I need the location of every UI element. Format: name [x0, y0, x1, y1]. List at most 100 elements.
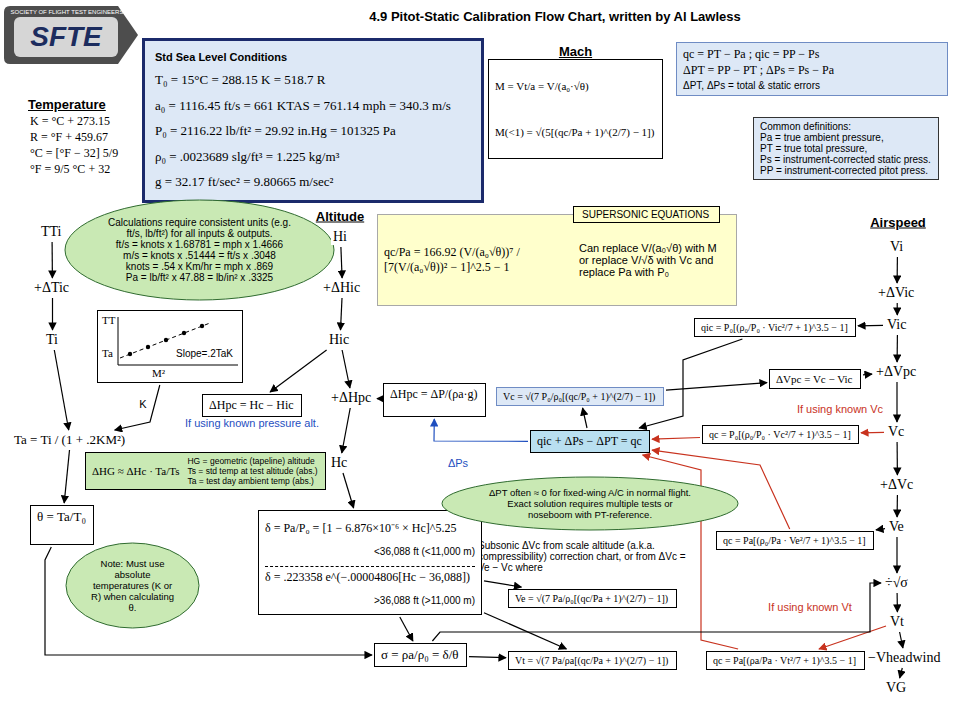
note-box: ΔHG ≈ ΔHc · Ta/Ts HG = geometric (tapelin… — [85, 452, 326, 490]
flow-term: +ΔHpc — [329, 390, 375, 406]
node-text: ΔHpc = Hc − Hic — [209, 398, 295, 413]
connector-arrow — [858, 325, 883, 327]
connector-arrow — [342, 408, 350, 453]
connector-arrow — [400, 617, 413, 641]
equation-panel: qc/Pa = 166.92 (V/(a₀√θ))⁷ / [7(V/(a₀√θ)… — [377, 214, 737, 306]
connector-arrow — [639, 339, 742, 428]
node-text: Hic — [329, 332, 351, 348]
formula-box: σ = ρa/ρ₀ = δ/θ — [374, 643, 467, 667]
node-text: Note: Must use absolute temperatures (K … — [88, 558, 178, 613]
ellipse-shape — [66, 543, 199, 628]
connector-arrow — [900, 668, 903, 678]
flow-term: +ΔTic — [32, 280, 73, 296]
connector-arrow — [863, 374, 872, 376]
node-text: Vt — [890, 614, 905, 630]
connector-arrow — [51, 242, 53, 278]
connector-arrow — [64, 450, 69, 503]
node-text: Exact solution requires multiple tests o… — [485, 498, 695, 520]
node-text: ρ₀ = .0023689 slg/ft³ = 1.225 kg/m³ — [155, 149, 471, 165]
flow-term: Vic — [885, 317, 910, 333]
connector-label: ΔPs — [446, 457, 470, 469]
connector-arrow — [54, 350, 68, 430]
connector-label: K — [137, 398, 148, 410]
note-text: Subsonic ΔVc from scale altitude (a.k.a.… — [478, 540, 693, 573]
formula-text: K = °C + 273.15 — [30, 114, 110, 129]
node-text: Ta = test day ambient temp (abs.) — [187, 476, 317, 486]
node-text: ΔHG ≈ ΔHc · Ta/Ts — [92, 465, 179, 477]
definition-box: Common definitions:Pa = true ambient pre… — [753, 117, 939, 180]
formula-text: °C = [°F − 32] 5/9 — [30, 146, 118, 161]
logo-plate — [14, 17, 118, 57]
node-text: +ΔTic — [34, 280, 71, 296]
node-text: replace Pa with P₀ — [579, 266, 717, 278]
connector-arrow — [896, 442, 898, 475]
node-text: θ = Ta/T₀ — [37, 509, 87, 525]
node-text: Std Sea Level Conditions — [155, 51, 471, 63]
node-text: Hc — [331, 455, 349, 471]
connector-arrow — [896, 382, 897, 422]
node-text: M = Vt/a = V/(a₀·√θ) — [495, 80, 656, 92]
connector-arrow — [896, 495, 898, 517]
flow-term: Vi — [888, 239, 907, 255]
node-text: +ΔVc — [880, 477, 915, 493]
connector-arrow — [876, 529, 885, 530]
text-column: ΔHG ≈ ΔHc · Ta/Ts — [92, 465, 179, 477]
connector-arrow — [897, 303, 898, 315]
flow-term: +ΔVc — [878, 477, 917, 493]
plot-point — [146, 345, 150, 349]
node-text: ΔPT = PP − PT ; ΔPs = Ps − Pa — [683, 63, 941, 78]
node-text: Ps = instrument-corrected static press. — [760, 154, 932, 165]
text-column: HG = geometric (tapeline) altitudeTs = s… — [187, 456, 317, 486]
node-text: T₀ = 15°C = 288.15 K = 518.7 R — [155, 72, 471, 88]
node-text: Pa = lb/ft² x 47.88 = lb/in² x .3325 — [105, 272, 295, 283]
node-text: ΔPT, ΔPs = total & static errors — [683, 80, 941, 91]
connector-arrow — [861, 432, 884, 434]
node-text: If using known pressure alt. — [185, 417, 319, 429]
node-text: Vic — [887, 317, 908, 333]
formula-box: Ve = √(7 Pa/ρ₀[(qc/Pa + 1)^(2/7) − 1]) — [508, 589, 677, 608]
constants-panel: Std Sea Level Conditions T₀ = 15°C = 288.… — [142, 38, 484, 203]
connector-arrow — [666, 383, 767, 391]
plot-figure — [98, 311, 242, 382]
connector-arrow — [434, 419, 528, 441]
connector-label: If using known Vc — [795, 403, 885, 415]
formula-box: Vt = √(7 Pa/ρa[(qc/Pa + 1)^(2/7) − 1]) — [508, 651, 677, 670]
section-heading: Temperature — [28, 97, 106, 112]
node-text: Ve — [889, 519, 905, 535]
node-text: qc = Pa[(ρa/Pa · Vt²/7 + 1)^3.5 − 1] — [713, 655, 858, 666]
ellipse-text: ΔPT often ≈ 0 for fixed-wing A/C in norm… — [485, 487, 695, 520]
plot-box: TTTaSlope=.2TaKM² — [97, 310, 243, 383]
node-text: a₀ = 1116.45 ft/s = 661 KTAS = 761.14 mp… — [155, 98, 471, 114]
node-text: ft/s = knots x 1.68781 = mph x 1.4666 — [105, 239, 295, 250]
node-text: +ΔVic — [878, 285, 916, 301]
connector-arrow — [432, 583, 881, 641]
formula-box: qic = P₀[(ρ₀/P₀ · Vic²/7 + 1)^3.5 − 1] — [694, 318, 856, 337]
connector-arrow — [652, 438, 700, 440]
node-text: qic + ΔPs − ΔPT = qc — [537, 434, 643, 449]
ellipse-text: Note: Must use absolute temperatures (K … — [88, 558, 178, 613]
node-text: ΔHpc = ΔP/(ρa·g) — [390, 387, 479, 402]
node-text: Common definitions: — [760, 121, 932, 132]
node-text: +ΔHpc — [331, 390, 373, 406]
node-text: P₀ = 2116.22 lb/ft² = 29.92 in.Hg = 1013… — [155, 123, 471, 139]
node-text: Pa = true ambient pressure, — [760, 132, 932, 143]
connector-arrow — [484, 581, 521, 587]
node-text: ΔVpc = Vc − Vic — [776, 373, 854, 385]
node-text: knots = .54 x Km/hr = mph x .869 — [105, 261, 295, 272]
node-text: M(<1) = √(5[(qc/Pa + 1)^(2/7) − 1]) — [495, 126, 656, 138]
flow-term: Hic — [327, 332, 353, 348]
logo-badge — [4, 6, 138, 64]
node-text: Ve = √(7 Pa/ρ₀[(qc/Pa + 1)^(2/7) − 1]) — [515, 593, 670, 604]
formula-box: Vc = √(7 P₀/ρ₀[(qc/P₀ + 1)^(2/7) − 1]) — [496, 387, 664, 406]
node-text: ΔPT often ≈ 0 for fixed-wing A/C in norm… — [485, 487, 695, 498]
flow-term: ÷√σ — [883, 575, 911, 591]
formula-box: ΔVpc = Vc − Vic — [769, 369, 861, 389]
node-text: Can replace V/(a₀√θ) with M — [579, 242, 717, 254]
plot-point — [200, 324, 204, 328]
node-text: +ΔVpc — [876, 364, 918, 380]
node-text: Ta = Ti / (1 + .2KM²) — [14, 432, 127, 448]
node-text: TTi — [41, 224, 63, 240]
flow-term: −Vheadwind — [866, 650, 944, 666]
connector-arrow — [342, 350, 350, 388]
